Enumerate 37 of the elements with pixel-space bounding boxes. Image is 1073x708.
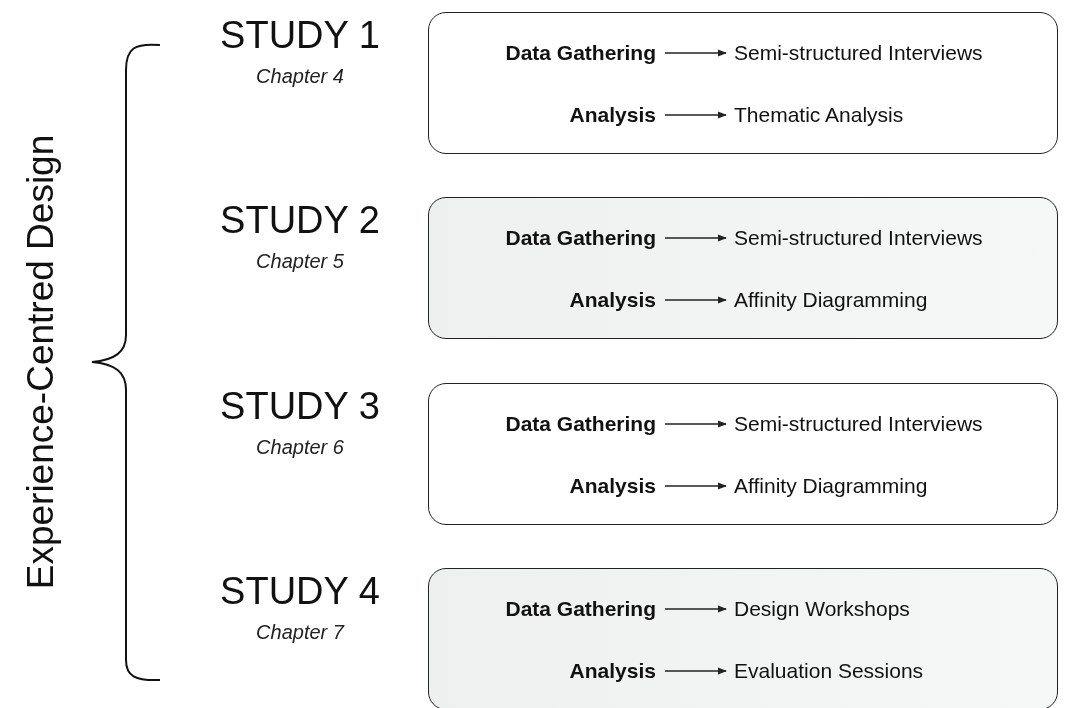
method-label: Design Workshops	[734, 597, 910, 621]
stage-label: Analysis	[569, 103, 656, 127]
stage-label: Data Gathering	[505, 597, 656, 621]
stage-label: Analysis	[569, 474, 656, 498]
method-label: Affinity Diagramming	[734, 474, 928, 498]
study-heading: STUDY 2	[219, 199, 381, 242]
study-heading: STUDY 1	[219, 14, 381, 57]
stage-label: Data Gathering	[505, 412, 656, 436]
chapter-label: Chapter 4	[255, 65, 345, 88]
method-panel	[428, 383, 1058, 525]
method-panel	[428, 197, 1058, 339]
method-label: Thematic Analysis	[734, 103, 904, 127]
chapter-label: Chapter 6	[255, 436, 345, 459]
method-label: Semi-structured Interviews	[734, 412, 983, 436]
stage-label: Analysis	[569, 659, 656, 683]
study-heading: STUDY 4	[219, 570, 381, 613]
method-label: Evaluation Sessions	[734, 659, 924, 683]
chapter-label: Chapter 7	[255, 621, 346, 644]
method-panel	[428, 568, 1058, 708]
method-panel	[428, 12, 1058, 154]
arrow	[664, 667, 727, 675]
arrow	[664, 49, 727, 57]
method-label: Semi-structured Interviews	[734, 41, 983, 65]
stage-label: Data Gathering	[505, 41, 656, 65]
stage-label: Data Gathering	[505, 226, 656, 250]
arrow	[664, 111, 727, 119]
vertical-heading: Experience-Centred Design	[20, 134, 62, 590]
arrow	[664, 605, 727, 613]
method-label: Semi-structured Interviews	[734, 226, 983, 250]
method-label: Affinity Diagramming	[734, 288, 928, 312]
study-heading: STUDY 3	[219, 385, 381, 428]
arrow	[664, 482, 727, 490]
arrow	[664, 296, 727, 304]
arrow	[664, 420, 727, 428]
chapter-label: Chapter 5	[255, 250, 345, 273]
arrow	[664, 234, 727, 242]
stage-label: Analysis	[569, 288, 656, 312]
